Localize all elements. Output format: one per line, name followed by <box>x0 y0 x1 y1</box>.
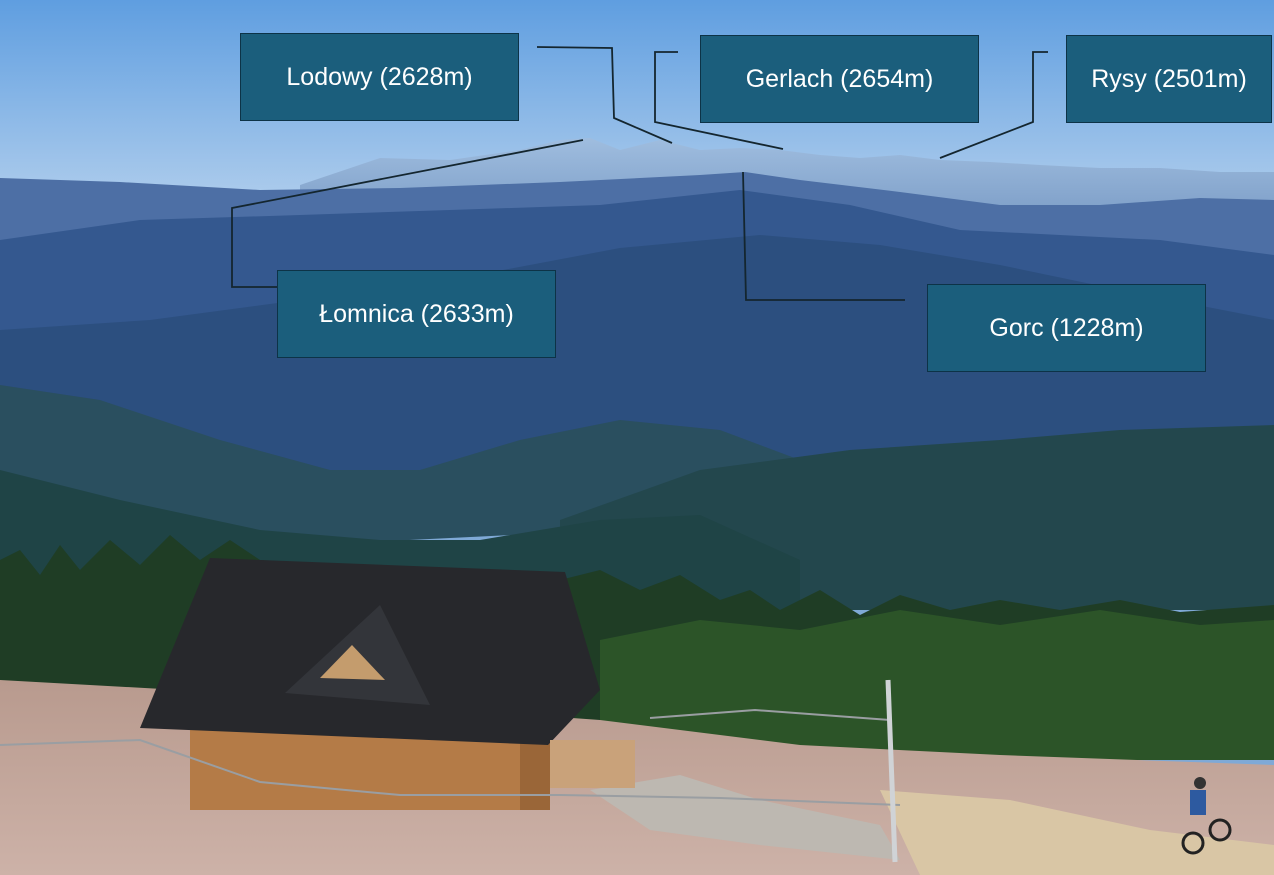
cyclist-wheel-rear <box>1181 831 1205 855</box>
leader-line-lomnica <box>231 139 584 288</box>
lamp-post <box>885 679 898 863</box>
right-forest <box>600 610 1274 760</box>
label-gerlach: Gerlach (2654m) <box>700 35 979 123</box>
fence <box>0 738 901 806</box>
leader-lines <box>231 46 1048 301</box>
leader-line-gerlach <box>654 51 784 150</box>
leader-line-rysy <box>939 51 1048 159</box>
cabin-deck <box>550 740 635 788</box>
cyclist-wheel-front <box>1208 818 1232 842</box>
label-lodowy: Lodowy (2628m) <box>240 33 519 121</box>
fence-right <box>649 708 891 721</box>
dirt-track <box>880 790 1274 875</box>
label-gorc: Gorc (1228m) <box>927 284 1206 372</box>
cabin-dormer-window <box>320 645 385 680</box>
label-lomnica: Łomnica (2633m) <box>277 270 556 358</box>
leader-line-gorc <box>742 171 905 301</box>
cyclist-body <box>1190 790 1206 815</box>
cyclist-head <box>1194 777 1206 789</box>
leader-line-lodowy <box>536 46 673 144</box>
label-rysy: Rysy (2501m) <box>1066 35 1272 123</box>
